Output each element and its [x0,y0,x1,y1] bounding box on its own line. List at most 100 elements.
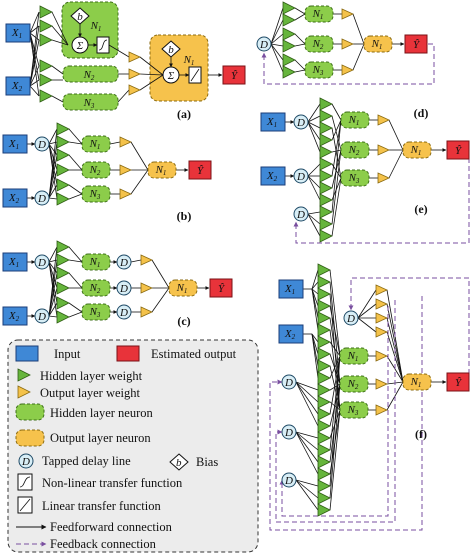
hidden-neuron [62,65,119,83]
connection-line [331,119,342,141]
hidden-weight-icon [319,205,333,219]
output-weight-icon [341,64,354,76]
output-weight-icon [128,51,141,63]
connection-line [270,43,284,61]
output-neuron [402,373,432,391]
connection-line [294,43,306,47]
tdl-icon [116,304,132,320]
connection-line [48,143,58,200]
output-neuron [363,35,393,53]
connection-line [307,213,321,225]
output-label: Ŷ [231,70,239,82]
hidden-weight-icon [317,455,331,469]
connection-line [329,383,341,499]
legend-hidden-neuron-swatch [15,403,45,421]
hidden-weight-icon [317,275,331,289]
connection-line [295,381,319,415]
connection-line [329,305,341,357]
hidden-neuron [81,185,111,203]
bias-icon [70,7,90,25]
output-weight-icon [375,284,388,296]
bias-icon [161,40,181,58]
connection-line [295,431,319,451]
legend-input-swatch [15,345,39,362]
legend-output-weight-icon [17,385,31,399]
hidden-weight-icon [282,39,296,53]
output-weight-icon [377,114,390,126]
hidden-weight-icon [317,263,331,277]
feedback-line [348,277,470,382]
hidden-weight-icon [56,135,70,149]
hidden-weight-icon [56,310,70,324]
tdl-label: D [119,257,128,269]
connection-line [357,303,377,319]
connection-line [307,103,321,123]
sum-label: Σ [76,40,84,52]
legend-feedforward-label: Feedforward connection [50,520,173,534]
connection-line [307,175,321,201]
output-weight-icon [140,306,153,318]
connection-line [109,141,121,145]
hidden-weight-icon [319,145,333,159]
hidden-neuron [339,375,369,393]
tdl-icon [281,374,297,390]
tdl-label: D [346,313,355,325]
input-label: X2 [266,170,278,183]
tdl-label: D [259,39,268,51]
output-weight-icon [341,8,354,20]
legend-nonlinear-label: Non-linear transfer function [42,476,183,490]
tdl-icon [293,206,309,222]
tdl-label: D [284,377,293,389]
output-neuron [168,279,198,297]
hidden-weight-icon [39,33,53,47]
connection-line [311,281,319,290]
hidden-weight-icon [282,53,296,67]
connection-line [294,69,306,73]
connection-line [331,103,342,121]
connection-line [51,95,64,103]
connection-line [68,259,83,263]
connection-line [48,141,58,145]
hidden-weight-icon [319,229,333,243]
legend: Input Estimated output Hidden layer weig… [7,339,259,553]
hidden-neuron [81,253,111,271]
legend-input-label: Input [54,347,81,361]
output-neuron [402,141,432,159]
connection-line [295,479,319,511]
connection-line [29,32,40,41]
panel-label: (c) [177,314,190,328]
connection-line [270,33,284,45]
connection-line [68,141,83,145]
hidden-weight-icon [56,192,70,206]
input-node [278,324,304,344]
connection-line [357,289,377,319]
tdl-label: D [119,283,128,295]
output-weight-icon [341,38,354,50]
hidden-weight-icon [39,73,53,87]
hidden-weight-icon [39,59,53,73]
legend-bias-letter: b [176,457,182,469]
hidden-weight-icon [319,109,333,123]
connection-line [48,272,58,317]
output-neuron-label: N1 [371,38,383,51]
hidden-neuron [81,161,111,179]
hidden-neuron [340,169,370,187]
legend-linear-label: Linear transfer function [42,499,161,513]
input-label: X2 [8,192,20,205]
connection-line [307,121,321,129]
output-label: Ŷ [413,39,421,51]
hidden-weight-icon [317,311,331,325]
connection-line [331,149,342,225]
output-node [446,140,470,160]
input-label: X1 [284,283,295,296]
connection-line [51,25,69,46]
output-neuron-label: N1 [176,282,188,295]
sum-icon [162,66,180,84]
hidden-weight-icon [319,193,333,207]
output-label: Ŷ [197,165,205,177]
hidden-neuron-label: N1 [348,114,360,127]
tdl-icon [256,36,272,52]
connection-line [311,333,319,379]
connection-line [48,261,58,274]
connection-line [329,355,341,487]
